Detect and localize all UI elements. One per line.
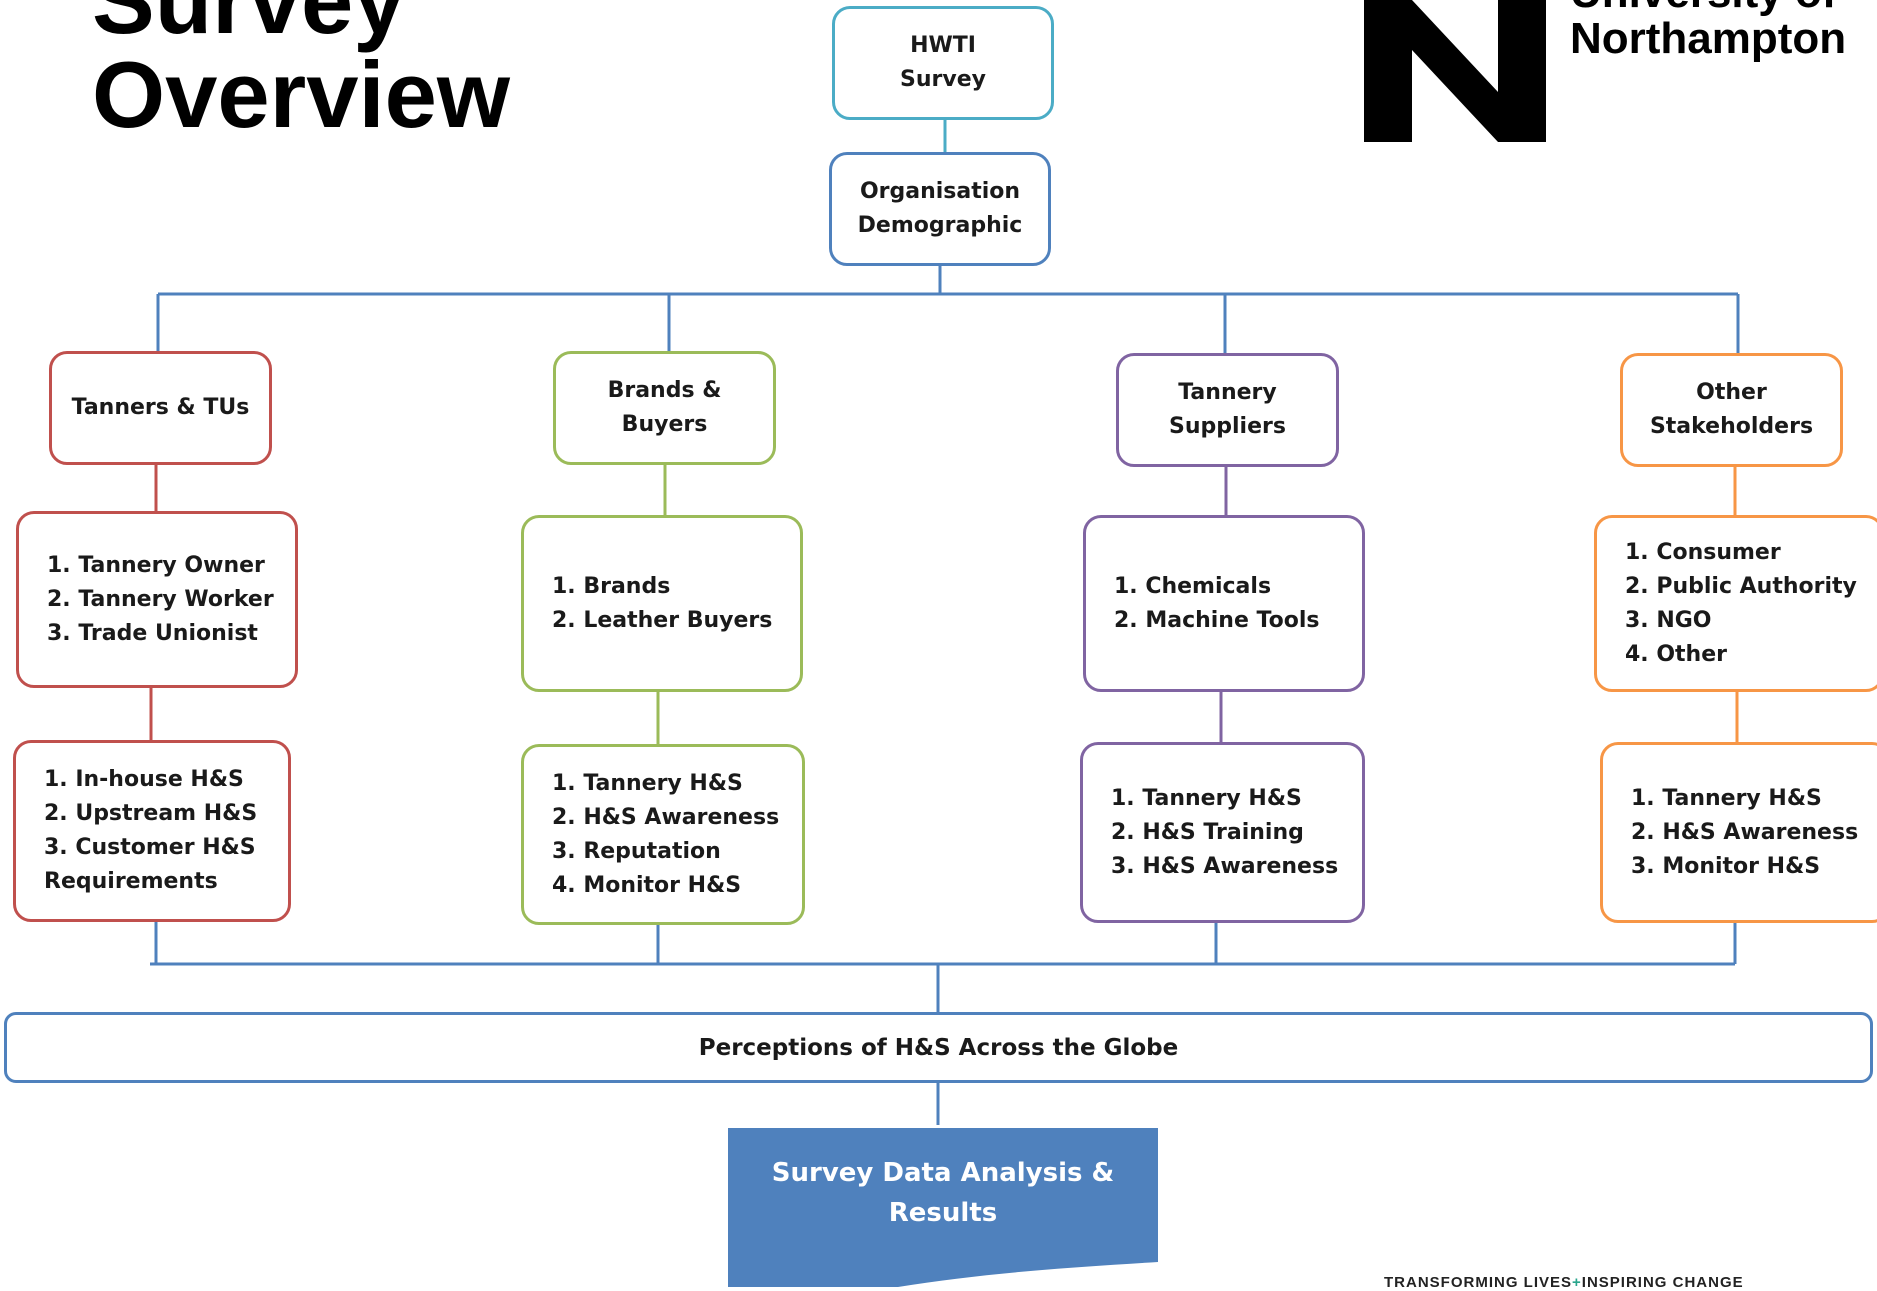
- list-item: 2. Public Authority: [1625, 573, 1857, 599]
- brands-topics: 1. Tannery H&S 2. H&S Awareness 3. Reput…: [521, 744, 805, 925]
- root-line-1: HWTI: [910, 33, 976, 58]
- list-item: 1. Chemicals: [1114, 573, 1272, 599]
- header-line: Other: [1696, 380, 1767, 405]
- perceptions-label: Perceptions of H&S Across the Globe: [698, 1034, 1179, 1061]
- stakeholders-topics: 1. Tannery H&S 2. H&S Awareness 3. Monit…: [1600, 742, 1877, 923]
- suppliers-topics: 1. Tannery H&S 2. H&S Training 3. H&S Aw…: [1080, 742, 1365, 923]
- results-document-shape: [728, 1128, 1158, 1287]
- list-item: 3. Trade Unionist: [47, 620, 258, 646]
- header-line: Tanners & TUs: [71, 395, 250, 420]
- list-item: 1. Consumer: [1625, 539, 1781, 565]
- list-item: 4. Monitor H&S: [552, 872, 742, 898]
- tanners-header: Tanners & TUs: [49, 351, 272, 465]
- demographic-line-2: Demographic: [857, 213, 1023, 238]
- stakeholders-roles: 1. Consumer 2. Public Authority 3. NGO 4…: [1594, 515, 1877, 692]
- tagline: TRANSFORMING LIVES+INSPIRING CHANGE: [1384, 1274, 1744, 1291]
- list-item: 2. Leather Buyers: [552, 607, 773, 633]
- header-line: Stakeholders: [1649, 414, 1814, 439]
- suppliers-roles: 1. Chemicals 2. Machine Tools: [1083, 515, 1365, 692]
- list-item: 1. Tannery H&S: [552, 770, 743, 796]
- logo-line-2: Northampton: [1570, 14, 1847, 63]
- list-item: 4. Other: [1625, 641, 1727, 667]
- tanners-roles: 1. Tannery Owner 2. Tannery Worker 3. Tr…: [16, 511, 298, 688]
- header-line: Tannery: [1178, 380, 1277, 405]
- list-item: 2. H&S Training: [1111, 819, 1304, 845]
- list-item: 1. Brands: [552, 573, 671, 599]
- header-line: Brands &: [607, 378, 722, 403]
- brands-header: Brands & Buyers: [553, 351, 776, 465]
- list-item: 1. Tannery Owner: [47, 552, 265, 578]
- results-line-1: Survey Data Analysis &: [771, 1158, 1115, 1188]
- demographic-node: Organisation Demographic: [829, 152, 1051, 266]
- university-logo-icon: [1364, 0, 1546, 142]
- list-item: 1. Tannery H&S: [1631, 785, 1822, 811]
- list-item: 2. H&S Awareness: [552, 804, 780, 830]
- list-item: 3. Reputation: [552, 838, 721, 864]
- list-item: 1. In-house H&S: [44, 767, 244, 792]
- logo-line-1: University of: [1570, 0, 1846, 16]
- list-item: 2. Upstream H&S: [44, 801, 258, 826]
- list-item: 1. Tannery H&S: [1111, 785, 1302, 811]
- list-item: 2. Machine Tools: [1114, 607, 1320, 633]
- page-title: Survey Overview: [92, 0, 510, 142]
- tagline-left: TRANSFORMING LIVES: [1384, 1274, 1573, 1291]
- plus-icon: +: [1572, 1274, 1582, 1291]
- header-line: Suppliers: [1169, 414, 1286, 439]
- demographic-line-1: Organisation: [859, 179, 1021, 204]
- list-item: 2. H&S Awareness: [1631, 819, 1859, 845]
- list-item: 3. Monitor H&S: [1631, 853, 1821, 879]
- university-wordmark: University of Northampton: [1570, 0, 1846, 62]
- list-item: Requirements: [44, 869, 218, 894]
- perceptions-bar: Perceptions of H&S Across the Globe: [4, 1012, 1873, 1083]
- brands-roles: 1. Brands 2. Leather Buyers: [521, 515, 803, 692]
- results-label: Survey Data Analysis & Results: [728, 1153, 1158, 1233]
- title-line-2: Overview: [92, 42, 511, 147]
- title-line-1: Survey: [92, 0, 406, 53]
- list-item: 2. Tannery Worker: [47, 586, 274, 612]
- root-node: HWTI Survey: [832, 6, 1054, 120]
- stakeholders-header: Other Stakeholders: [1620, 353, 1843, 467]
- list-item: 3. Customer H&S: [44, 835, 256, 860]
- results-line-2: Results: [888, 1198, 998, 1228]
- tagline-right: INSPIRING CHANGE: [1581, 1274, 1744, 1291]
- tanners-topics: 1. In-house H&S 2. Upstream H&S 3. Custo…: [13, 740, 291, 922]
- list-item: 3. NGO: [1625, 607, 1712, 633]
- suppliers-header: Tannery Suppliers: [1116, 353, 1339, 467]
- list-item: 3. H&S Awareness: [1111, 853, 1339, 879]
- root-line-2: Survey: [900, 67, 986, 92]
- header-line: Buyers: [621, 412, 708, 437]
